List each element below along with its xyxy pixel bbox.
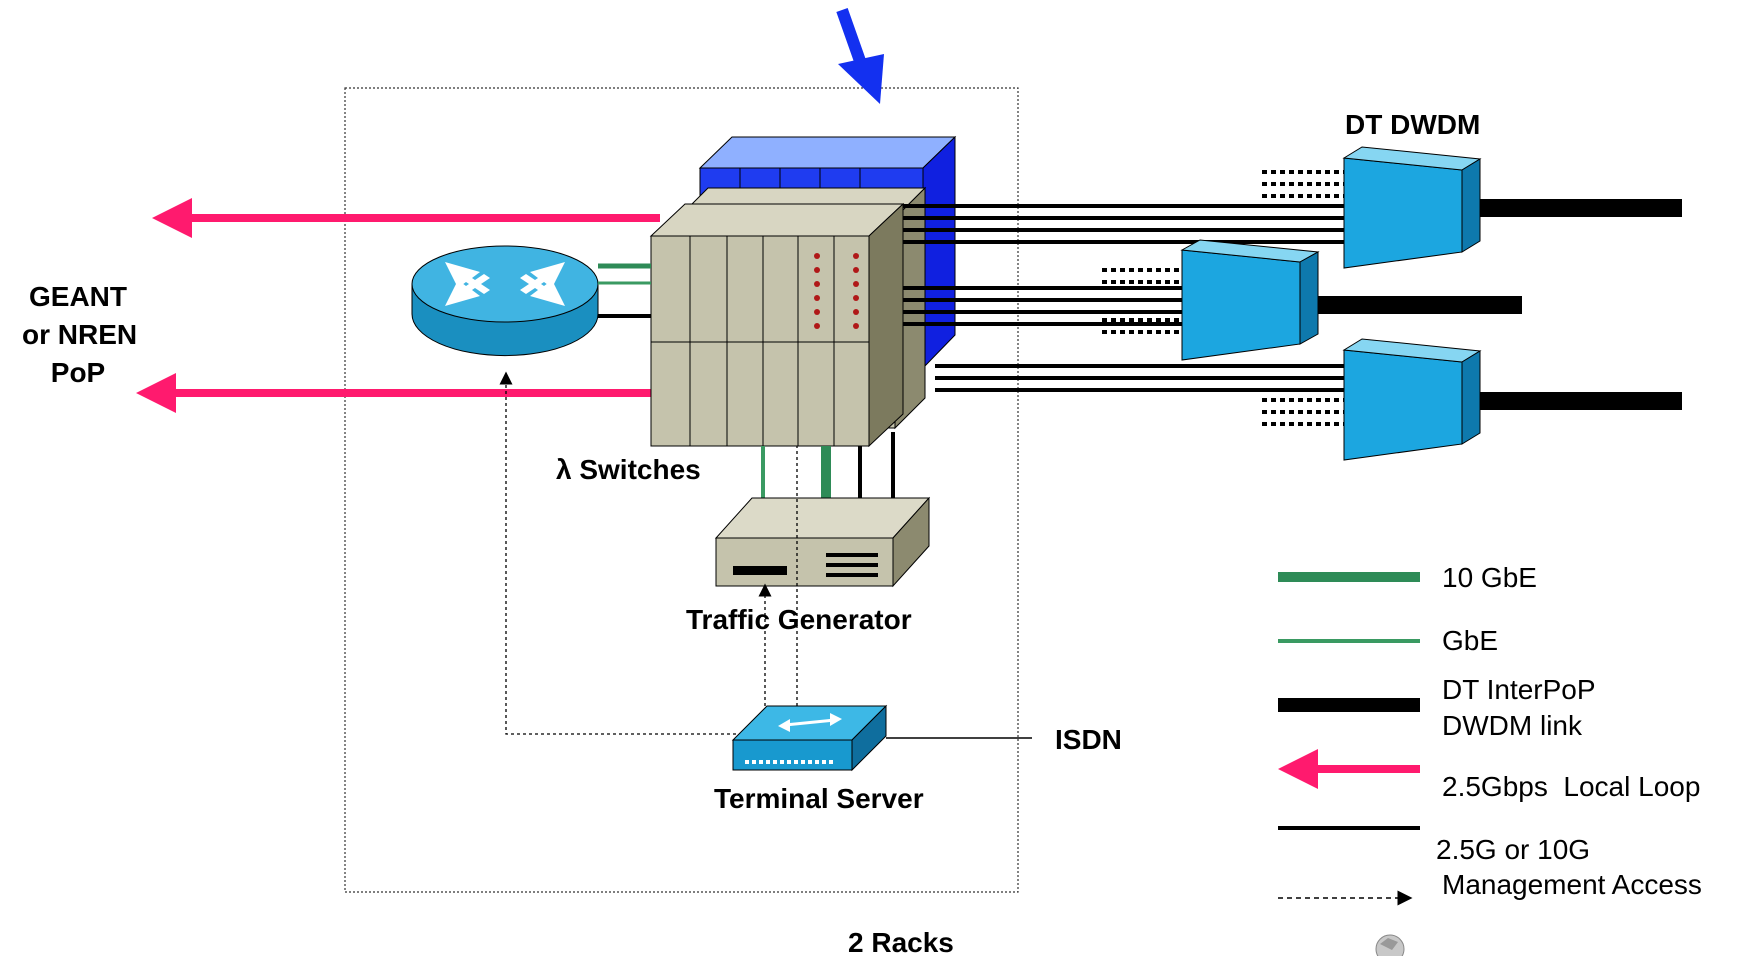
racks-enclosure xyxy=(344,87,1019,893)
legend-label-interpop: DT InterPoP DWDM link xyxy=(1442,672,1596,744)
dwdm-dotted-stubs xyxy=(1102,170,1344,426)
pop-label-line-3: PoP xyxy=(50,357,106,388)
legend-label-interpop-line-2: DWDM link xyxy=(1442,710,1582,741)
dwdm-unit-bottom xyxy=(1342,338,1482,461)
lambda-switch-front xyxy=(649,202,905,448)
legend-swatch-local-loop xyxy=(1278,749,1420,789)
isdn-label: ISDN xyxy=(1055,724,1122,755)
links-switch-dwdm xyxy=(903,204,1344,392)
dwdm-unit-top xyxy=(1342,146,1482,269)
terminal-server-label: Terminal Server xyxy=(714,783,924,814)
pop-label-line-2: or NREN xyxy=(22,319,138,350)
racks-label: 2 Racks xyxy=(848,927,954,958)
logo-icon xyxy=(1375,934,1405,956)
pop-label: GEANT or NREN PoP xyxy=(22,278,138,392)
traffic-generator-label: Traffic Generator xyxy=(686,604,912,635)
switches-label: λ Switches xyxy=(556,454,701,485)
pointer-arrow xyxy=(836,8,884,104)
router-icon xyxy=(411,245,599,357)
legend-label-10gbe: 10 GbE xyxy=(1442,562,1537,593)
dwdm-label: DT DWDM xyxy=(1345,109,1481,140)
traffic-generator-icon xyxy=(714,496,931,588)
legend-label-local-loop: 2.5Gbps Local Loop xyxy=(1442,771,1701,802)
pop-label-line-1: GEANT xyxy=(29,281,127,312)
legend-label-interpop-line-1: DT InterPoP xyxy=(1442,674,1596,705)
dwdm-unit-middle xyxy=(1180,239,1320,361)
terminal-server-icon xyxy=(731,704,888,772)
interpop-links xyxy=(1318,199,1682,410)
local-loop-upper-arrow xyxy=(152,198,660,238)
local-loop-lower-arrow xyxy=(136,373,655,413)
management-access-paths xyxy=(499,371,798,735)
legend-label-gbe: GbE xyxy=(1442,625,1499,656)
legend-label-mgmt: Management Access xyxy=(1442,869,1702,900)
legend-label-25g-10g: 2.5G or 10G xyxy=(1436,834,1591,865)
